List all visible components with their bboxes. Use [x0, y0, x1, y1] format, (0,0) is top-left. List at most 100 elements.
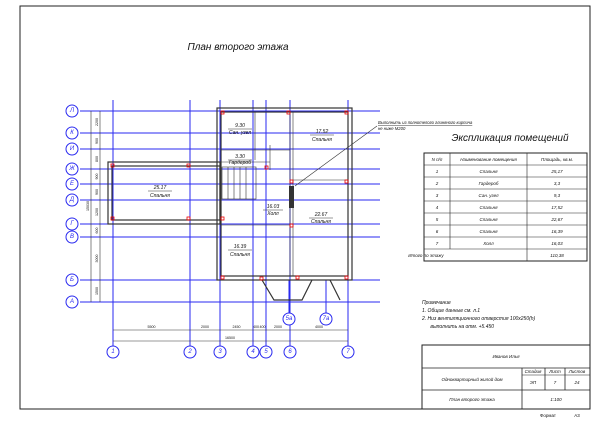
svg-text:17.52: 17.52	[316, 129, 329, 135]
svg-text:16.03: 16.03	[267, 204, 280, 210]
axis-label: А	[69, 299, 74, 305]
dimension-label: 2200	[95, 118, 99, 126]
axis-marker-row	[65, 217, 79, 231]
axis-marker-row	[65, 295, 79, 309]
table-cell: 17,52	[551, 205, 563, 210]
axis-label: В	[70, 234, 74, 240]
axis-label: Ж	[68, 166, 75, 172]
table-cell: 5	[436, 217, 439, 222]
svg-text:Сан. узел: Сан. узел	[229, 130, 251, 136]
dimension-label: 600	[95, 228, 99, 234]
dimension-label: 1500	[95, 287, 99, 295]
axis-marker-row	[65, 104, 79, 118]
table-header: Наименование помещения	[460, 157, 517, 162]
axis-label: Д	[69, 197, 75, 203]
svg-text:22.67: 22.67	[314, 212, 328, 218]
axis-label: Л	[69, 108, 75, 114]
axis-label: 5	[264, 349, 268, 355]
axis-label: 7	[346, 349, 350, 355]
axis-label: 1	[111, 349, 114, 355]
axis-marker-row	[65, 230, 79, 244]
axis-label: 2	[187, 349, 192, 355]
axis-marker-col	[183, 345, 197, 359]
dimension-label: 900	[95, 138, 99, 144]
axis-marker-col	[213, 345, 227, 359]
axis-marker-col	[283, 345, 297, 359]
svg-text:Стадия: Стадия	[525, 369, 542, 374]
axis-marker-row	[65, 177, 79, 191]
axis-label: И	[70, 146, 75, 152]
notes: Примечание 1. Общие данные см. л.1 2. Ни…	[421, 300, 536, 330]
dimension-label: 2450	[233, 325, 241, 329]
table-cell: 16,03	[551, 241, 563, 246]
axis-marker-row	[65, 142, 79, 156]
table-cell: Холл	[482, 241, 494, 246]
svg-text:выполнить на отм. +5.450: выполнить на отм. +5.450	[422, 324, 494, 330]
table-cell: 6	[436, 229, 439, 234]
dimension-label: 2000	[274, 325, 282, 329]
axis-marker-row	[65, 193, 79, 207]
svg-text:Холл: Холл	[266, 211, 279, 217]
svg-text:Формат: Формат	[540, 413, 556, 418]
table-cell: 22,67	[550, 217, 563, 222]
table-cell: 7	[436, 241, 439, 246]
axis-label: Б	[70, 277, 74, 283]
table-cell: Спальня	[480, 229, 499, 234]
dimension-total: 15030	[86, 201, 90, 211]
dimension-label: 400	[260, 325, 266, 329]
dimension-label: 2000	[201, 325, 209, 329]
table-total-value: 110,38	[550, 253, 564, 258]
explication-title: Экспликация помещений	[451, 133, 569, 144]
title-block: Иванов Илья Одноквартирный жилой дом Ста…	[421, 344, 591, 418]
sheet-frame	[19, 5, 591, 410]
table-cell: Спальня	[480, 169, 499, 174]
table-header: N п/п	[432, 157, 443, 162]
axis-marker-col	[341, 345, 355, 359]
svg-text:Примечание: Примечание	[422, 300, 451, 306]
axis-marker-col	[259, 345, 273, 359]
svg-text:25.17: 25.17	[153, 185, 167, 191]
svg-text:План второго этажа: План второго этажа	[449, 397, 495, 402]
table-cell: 1	[436, 169, 439, 174]
table-cell: 25,17	[550, 169, 563, 174]
dimension-label: 900	[95, 189, 99, 195]
axis-label: 4	[251, 349, 255, 355]
svg-text:24: 24	[573, 380, 580, 385]
table-total-label: Итого по этажу	[408, 253, 444, 258]
svg-text:не ниже М200: не ниже М200	[378, 126, 406, 131]
axis-label: 6	[288, 349, 292, 355]
leader-note: Выполнить из полнотелого глиняного кирпи…	[294, 120, 473, 187]
svg-text:Лист: Лист	[548, 369, 561, 374]
axis-marker-bay	[319, 312, 333, 326]
svg-text:Листов: Листов	[568, 369, 586, 374]
axis-marker-bay	[282, 312, 296, 326]
dimension-label: 5500	[148, 325, 156, 329]
dimension-label: 3000	[95, 255, 99, 263]
table-header: Площадь, кв.м.	[541, 157, 573, 162]
svg-text:1:100: 1:100	[550, 397, 562, 402]
svg-text:3.30: 3.30	[235, 154, 245, 160]
explication-table: N п/п Наименование помещения Площадь, кв.м…	[408, 152, 588, 262]
axis-marker-col	[106, 345, 120, 359]
axis-marker-row	[65, 162, 79, 176]
svg-text:Выполнить из полнотелого глиня: Выполнить из полнотелого глиняного кирпи…	[378, 120, 473, 125]
svg-text:Спальня: Спальня	[312, 137, 332, 143]
walls	[107, 107, 353, 301]
axis-marker-row	[65, 273, 79, 287]
axis-marker-col	[246, 345, 260, 359]
table-cell: Гардероб	[479, 181, 499, 186]
svg-text:Спальня: Спальня	[230, 252, 250, 258]
svg-text:Спальня: Спальня	[150, 193, 170, 199]
svg-text:Одноквартирный жилой дом: Одноквартирный жилой дом	[441, 376, 502, 382]
table-cell: 2	[435, 181, 439, 186]
svg-text:Спальня: Спальня	[311, 219, 331, 225]
svg-text:1. Общие данные см. л.1: 1. Общие данные см. л.1	[422, 308, 480, 314]
dimension-label: 800	[95, 156, 99, 162]
dimension-label: 900	[95, 174, 99, 180]
